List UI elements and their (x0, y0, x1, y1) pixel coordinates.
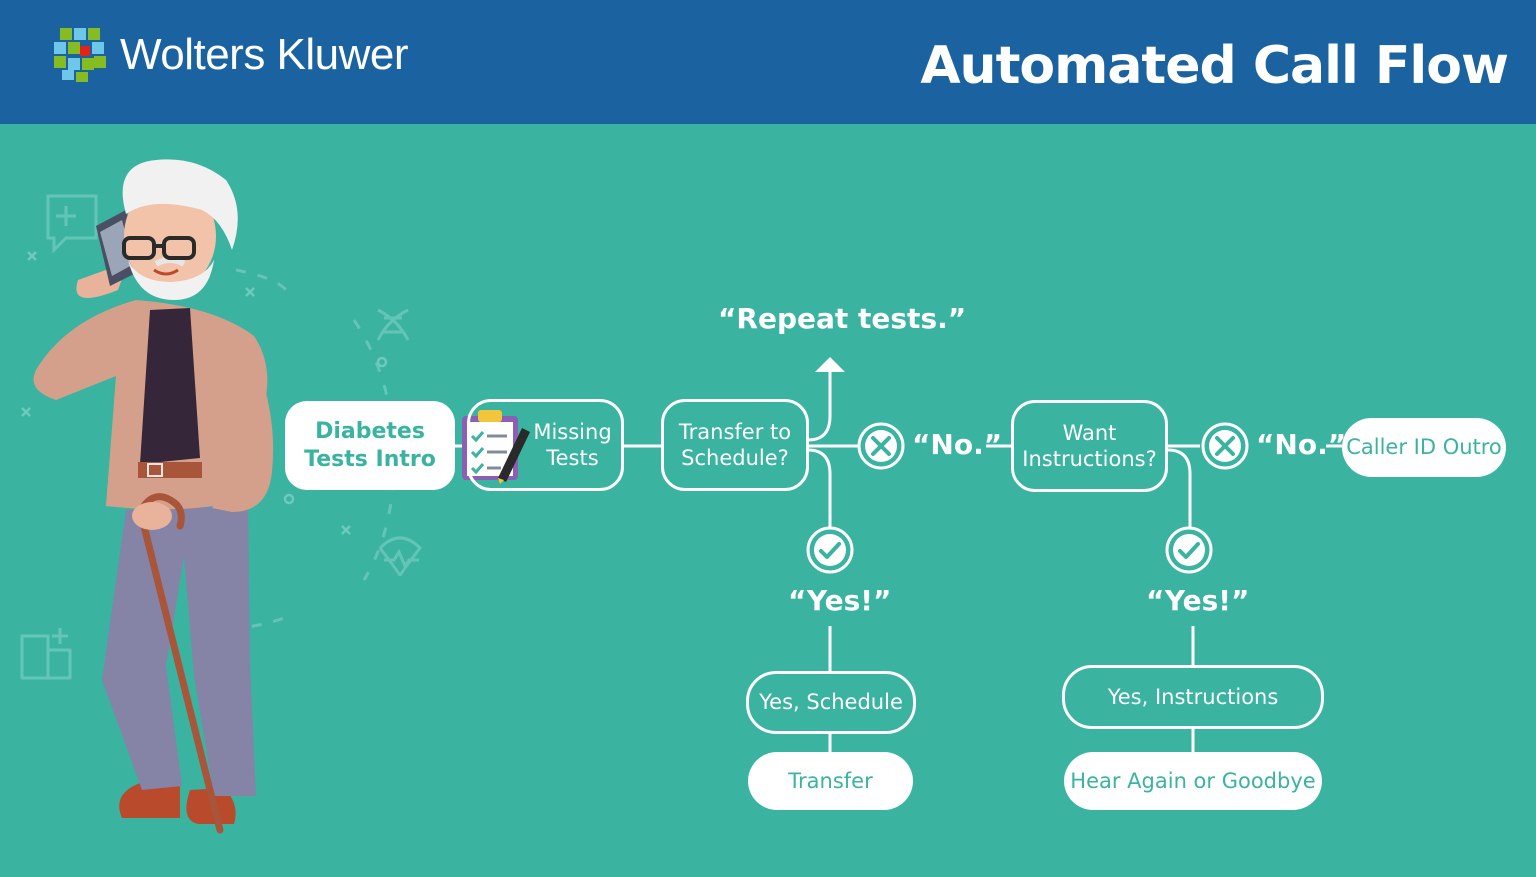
elderly-man-phone-illustration (33, 159, 274, 834)
node-transfer: Transfer (748, 752, 913, 810)
response-no-2: “No.” (1256, 428, 1347, 461)
wolters-kluwer-logo-icon (54, 28, 106, 82)
node-hear-again-or-goodbye: Hear Again or Goodbye (1064, 752, 1322, 810)
node-missing-tests: Missing Tests (467, 399, 624, 491)
response-repeat-tests: “Repeat tests.” (718, 302, 967, 335)
response-yes-1: “Yes!” (788, 584, 892, 617)
node-diabetes-tests-intro: Diabetes Tests Intro (285, 401, 455, 490)
response-yes-2: “Yes!” (1146, 584, 1250, 617)
x-circle-icon (1201, 422, 1249, 470)
decorative-x-marks (21, 251, 388, 535)
response-no-1: “No.” (912, 428, 1003, 461)
page-title: Automated Call Flow (920, 36, 1509, 96)
node-caller-id-outro: Caller ID Outro (1342, 418, 1506, 477)
brand-name: Wolters Kluwer (120, 30, 409, 79)
header-bar: Wolters Kluwer Automated Call Flow (0, 0, 1536, 124)
x-circle-icon (857, 422, 905, 470)
node-yes-instructions: Yes, Instructions (1062, 665, 1324, 729)
node-yes-schedule: Yes, Schedule (746, 671, 916, 734)
check-circle-icon (806, 526, 854, 574)
check-circle-icon (1165, 526, 1213, 574)
node-transfer-to-schedule: Transfer to Schedule? (661, 399, 809, 491)
arrow-up-icon (815, 357, 845, 372)
node-want-instructions: Want Instructions? (1011, 400, 1168, 492)
